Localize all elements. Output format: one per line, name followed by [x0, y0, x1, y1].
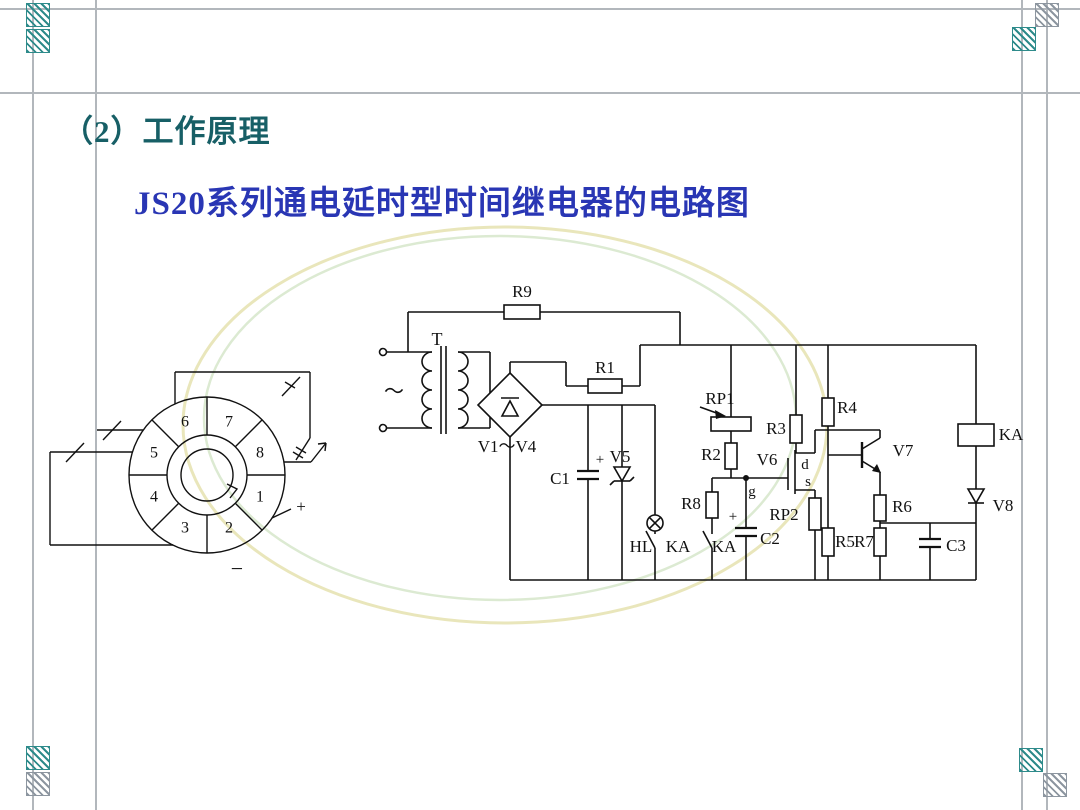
corner-hatch-bottom-left-1 [26, 746, 50, 770]
label-r7: R7 [854, 532, 874, 551]
socket-pin-8: 8 [256, 445, 264, 462]
label-ka-hl: KA [666, 537, 691, 556]
page-title: （2）工作原理 [62, 114, 271, 149]
label-ka-r8: KA [712, 537, 737, 556]
label-bridge-v1-v4: V1～V4 [478, 437, 537, 456]
transistor-v7: V7 [860, 430, 914, 473]
label-v8: V8 [993, 496, 1014, 515]
capacitor-c1: C1 + [550, 452, 604, 488]
socket-minus-label: − [231, 556, 243, 581]
corner-hatch-top-right-2 [1012, 27, 1036, 51]
label-v5: V5 [610, 447, 631, 466]
label-r2: R2 [701, 445, 721, 464]
resistor-r4: R4 [821, 397, 857, 427]
socket-pin-5: 5 [150, 445, 158, 462]
resistor-r9: R9 [503, 282, 541, 320]
resistor-r7: R7 [854, 527, 887, 557]
corner-hatch-bottom-left-2 [26, 772, 50, 796]
socket-pin-3: 3 [181, 520, 189, 537]
contact-ka-hl: KA [645, 530, 691, 556]
diode-v8: V8 [966, 488, 1014, 515]
label-r5: R5 [835, 532, 855, 551]
label-v6-source: s [805, 474, 811, 490]
label-v6: V6 [757, 450, 778, 469]
socket-pin-2: 2 [225, 520, 233, 537]
label-r4: R4 [837, 398, 857, 417]
corner-hatch-top-left-1 [26, 3, 50, 27]
label-r3: R3 [766, 419, 786, 438]
socket-pin-7: 7 [225, 414, 233, 431]
label-r9: R9 [512, 282, 532, 301]
corner-hatch-bottom-right-1 [1019, 748, 1043, 772]
contact-ka-r8: KA [702, 530, 737, 556]
label-r1: R1 [595, 358, 615, 377]
label-transformer: T [432, 329, 443, 349]
corner-hatch-top-right-1 [1035, 3, 1059, 27]
corner-hatch-top-left-2 [26, 29, 50, 53]
circuit-wires [407, 311, 977, 581]
border-line-left [32, 0, 34, 810]
label-r6: R6 [892, 497, 912, 516]
label-v7: V7 [893, 441, 914, 460]
socket-plus-label: + [296, 497, 306, 516]
border-line-right [1046, 0, 1048, 810]
socket-pin-4: 4 [150, 489, 158, 506]
transformer: T [387, 329, 491, 434]
potentiometer-rp2: RP2 [769, 497, 822, 531]
label-c1: C1 [550, 469, 570, 488]
relay-coil-ka: KA [957, 423, 1024, 447]
border-line-right-inner [1021, 0, 1023, 810]
socket-pin-6: 6 [181, 414, 189, 431]
label-v6-gate: g [748, 484, 756, 500]
border-line-left-inner [95, 0, 97, 810]
label-c3: C3 [946, 536, 966, 555]
capacitor-c3: C3 [919, 536, 966, 555]
label-rp2: RP2 [769, 505, 798, 524]
resistor-r8: R8 [681, 491, 719, 519]
resistor-r3: R3 [766, 414, 803, 444]
resistor-r5: R5 [821, 527, 855, 557]
label-r8: R8 [681, 494, 701, 513]
label-hl: HL [630, 537, 653, 556]
resistor-r6: R6 [873, 494, 912, 522]
corner-hatch-bottom-right-2 [1043, 773, 1067, 797]
lamp-hl: HL [630, 514, 664, 556]
power-input: ～ [378, 347, 404, 433]
capacitor-c2: + C2 [729, 509, 780, 548]
label-rp1: RP1 [705, 389, 734, 408]
resistor-r1: R1 [587, 358, 623, 394]
slide-subtitle: JS20系列通电延时型时间继电器的电路图 [134, 186, 750, 222]
border-line-top [0, 8, 1080, 10]
label-ka-relay: KA [999, 425, 1024, 444]
resistor-r2: R2 [701, 442, 738, 470]
socket-diagram: 1 2 3 4 5 6 7 8 + − [128, 396, 306, 581]
diode-v5: V5 [609, 447, 635, 486]
border-line-top-inner [0, 92, 1080, 94]
label-v6-drain: d [801, 457, 809, 473]
fet-v6: V6 d s g [748, 450, 811, 500]
label-c2: C2 [760, 529, 780, 548]
bridge-rectifier: V1～V4 [476, 371, 544, 456]
label-c2-plus: + [729, 509, 737, 525]
socket-wiring [49, 371, 327, 546]
ac-tilde-label: ～ [384, 381, 404, 403]
socket-pin-1: 1 [256, 489, 264, 506]
label-c1-plus: + [596, 452, 604, 468]
potentiometer-rp1: RP1 [699, 389, 752, 432]
